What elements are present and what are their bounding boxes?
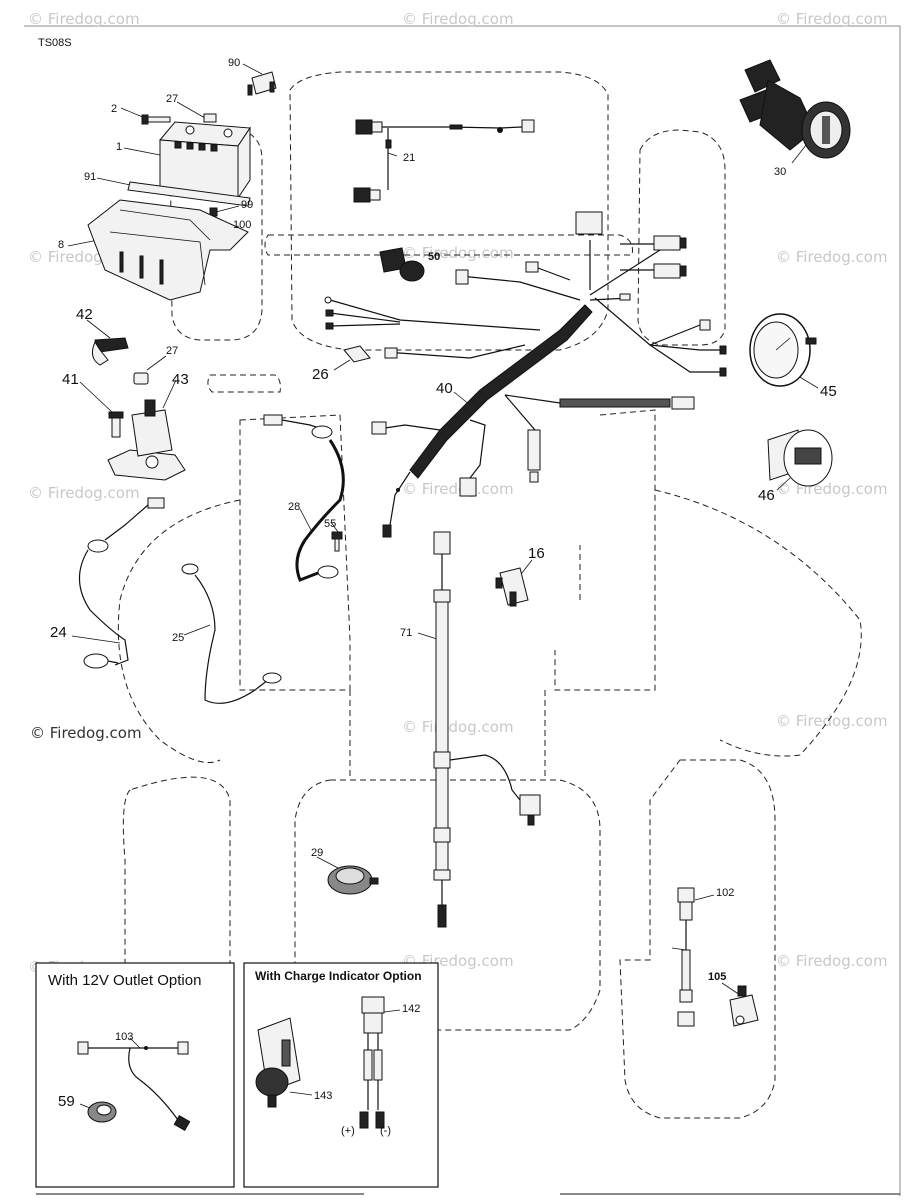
- watermark: © Firedog.com: [402, 718, 514, 736]
- watermark: © Firedog.com: [776, 712, 888, 730]
- part-24-cable: [78, 497, 165, 669]
- option-charge-title: With Charge Indicator Option: [255, 969, 422, 983]
- part-45-gauge: [749, 313, 817, 387]
- option-charge-indicator-box: With Charge Indicator Option 143 142 (+)…: [243, 962, 439, 1188]
- part-91-strap: [127, 181, 251, 207]
- callout-2: 2: [111, 103, 117, 115]
- watermark: © Firedog.com: [776, 952, 888, 970]
- part-26-fuse: [343, 345, 371, 363]
- callout-16: 16: [528, 545, 545, 562]
- part-41-bolt: [108, 411, 124, 438]
- callout-90: 90: [228, 57, 240, 69]
- callout-103: 103: [115, 1031, 133, 1043]
- watermark: © Firedog.com: [402, 480, 514, 498]
- part-105-switch: [729, 985, 759, 1027]
- part-43-solenoid: [107, 399, 186, 481]
- watermark: © Firedog.com: [776, 480, 888, 498]
- watermark: © Firedog.com: [28, 484, 140, 502]
- callout-26: 26: [312, 366, 329, 383]
- callout-50: 50: [428, 251, 440, 263]
- callout-24: 24: [50, 624, 67, 641]
- callout-28: 28: [288, 501, 300, 513]
- part-29-horn: [327, 865, 379, 895]
- part-30-ignition-switch: [739, 59, 851, 159]
- part-40-main-harness: [324, 211, 727, 538]
- callout-105: 105: [708, 971, 726, 983]
- callout-40: 40: [436, 380, 453, 397]
- watermark: © Firedog.com: [776, 10, 888, 28]
- callout-45: 45: [820, 383, 837, 400]
- callout-29: 29: [311, 847, 323, 859]
- callout-142: 142: [402, 1003, 420, 1015]
- part-2-bolt: [141, 114, 171, 125]
- callout-59: 59: [58, 1093, 75, 1110]
- part-1-battery: [158, 121, 251, 200]
- callout-55: 55: [324, 518, 336, 530]
- callout-27: 27: [166, 93, 178, 105]
- callout-99: 99: [241, 199, 253, 211]
- callout-8: 8: [58, 239, 64, 251]
- part-71-harness: [433, 531, 541, 928]
- watermark: © Firedog.com: [30, 724, 142, 742]
- callout-100: 100: [233, 219, 251, 231]
- tractor-outline: [117, 71, 862, 1119]
- callout-25: 25: [172, 632, 184, 644]
- part-28-cable: [263, 414, 345, 582]
- part-labels: 90 2 27 1 91 99 100 8 21 30 50 42 27 41 …: [50, 57, 837, 983]
- polarity-minus: (-): [380, 1125, 391, 1137]
- callout-91: 91: [84, 171, 96, 183]
- part-50-switch: [379, 247, 425, 282]
- part-25-cable: [181, 563, 282, 704]
- part-90-relay: [247, 71, 277, 96]
- watermark: © Firedog.com: [28, 10, 140, 28]
- callout-42: 42: [76, 306, 93, 323]
- part-8-battery-tray: [87, 199, 249, 301]
- part-27-nut: [203, 113, 217, 123]
- option-12v-title: With 12V Outlet Option: [48, 972, 201, 989]
- callout-143: 143: [314, 1090, 332, 1102]
- callout-43: 43: [172, 371, 189, 388]
- option-12v-outlet-box: With 12V Outlet Option 103 59: [35, 962, 235, 1188]
- callout-71: 71: [400, 627, 412, 639]
- part-55-bolt: [331, 531, 343, 552]
- part-42-terminal-cover: [91, 337, 129, 366]
- watermark: © Firedog.com: [402, 10, 514, 28]
- polarity-plus: (+): [341, 1125, 355, 1137]
- part-16-switch: [495, 567, 529, 607]
- part-102-harness: [671, 887, 695, 1027]
- watermark: © Firedog.com: [776, 248, 888, 266]
- callout-27-b: 27: [166, 345, 178, 357]
- part-21-harness: [353, 119, 535, 203]
- watermark: © Firedog.com: [402, 244, 514, 262]
- callout-41: 41: [62, 371, 79, 388]
- callout-46: 46: [758, 487, 775, 504]
- callout-30: 30: [774, 166, 786, 178]
- part-46-hour-meter: [767, 429, 833, 487]
- part-27-nut-2: [133, 372, 149, 385]
- diagram-code: TS08S: [38, 37, 72, 49]
- callout-102: 102: [716, 887, 734, 899]
- callout-1: 1: [116, 141, 122, 153]
- callout-21: 21: [403, 152, 415, 164]
